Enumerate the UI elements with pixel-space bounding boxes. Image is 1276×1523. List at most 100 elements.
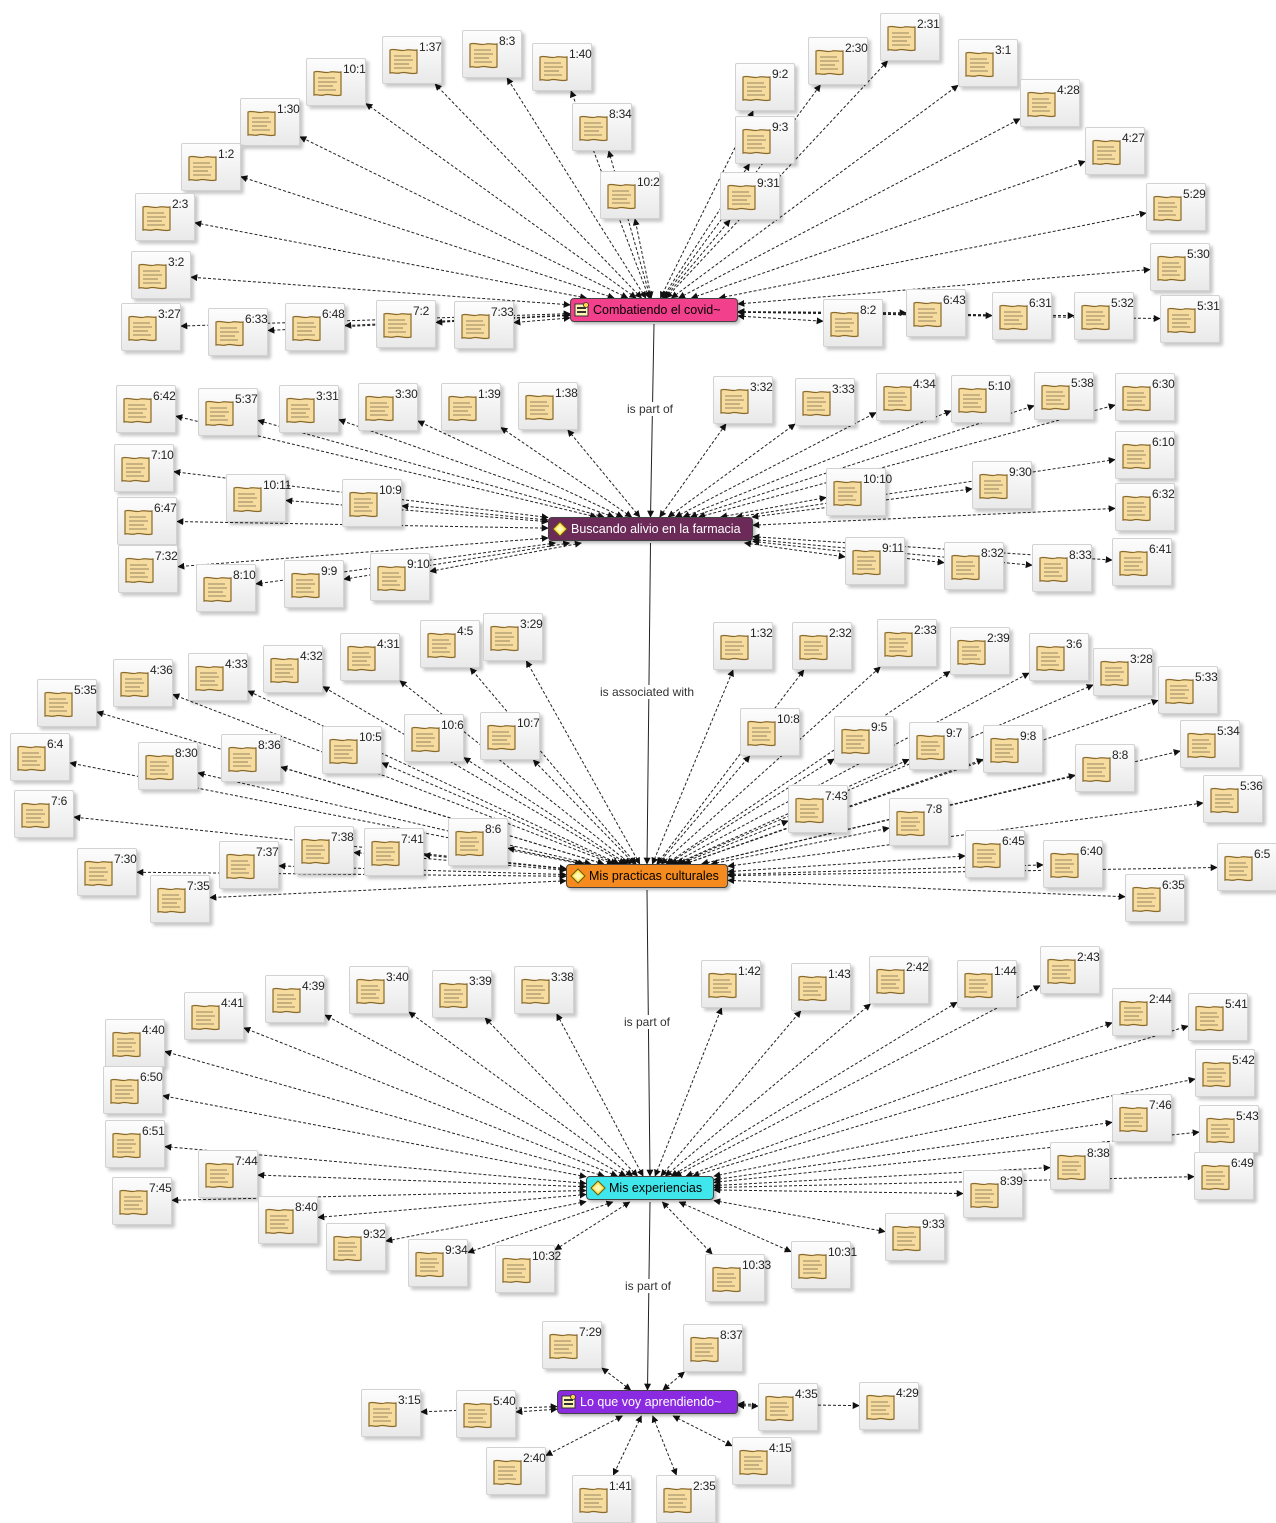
quotation-node[interactable]: 2:35 (656, 1475, 716, 1523)
quotation-node[interactable]: 3:38 (514, 966, 574, 1014)
quotation-node[interactable]: 3:29 (483, 613, 543, 661)
quotation-node[interactable]: 6:10 (1115, 431, 1175, 479)
quotation-node[interactable]: 3:28 (1093, 648, 1153, 696)
quotation-node[interactable]: 10:32 (495, 1245, 561, 1293)
quotation-node[interactable]: 2:42 (869, 956, 929, 1004)
quotation-node[interactable]: 8:8 (1075, 744, 1135, 792)
quotation-node[interactable]: 1:42 (701, 960, 761, 1008)
quotation-node[interactable]: 4:39 (265, 975, 325, 1023)
quotation-node[interactable]: 6:47 (117, 497, 177, 545)
quotation-node[interactable]: 10:31 (791, 1241, 857, 1289)
quotation-node[interactable]: 4:41 (184, 992, 244, 1040)
quotation-node[interactable]: 5:33 (1158, 666, 1218, 714)
code-node[interactable]: Combatiendo el covid~ (570, 298, 738, 322)
quotation-node[interactable]: 8:37 (683, 1324, 743, 1372)
quotation-node[interactable]: 6:5 (1217, 843, 1276, 891)
quotation-node[interactable]: 10:9 (342, 479, 402, 527)
quotation-node[interactable]: 7:29 (542, 1321, 602, 1369)
quotation-node[interactable]: 7:46 (1112, 1094, 1172, 1142)
quotation-node[interactable]: 6:33 (208, 308, 268, 356)
quotation-node[interactable]: 6:42 (116, 385, 176, 433)
quotation-node[interactable]: 5:40 (456, 1390, 516, 1438)
quotation-node[interactable]: 5:10 (951, 375, 1011, 423)
quotation-node[interactable]: 4:27 (1085, 127, 1145, 175)
quotation-node[interactable]: 6:48 (285, 303, 345, 351)
code-node[interactable]: Buscando alivio en la farmacia (548, 517, 753, 541)
quotation-node[interactable]: 3:40 (349, 966, 409, 1014)
code-node[interactable]: Mis experiencias (586, 1176, 714, 1200)
quotation-node[interactable]: 2:30 (808, 37, 868, 85)
quotation-node[interactable]: 3:15 (361, 1389, 421, 1437)
quotation-node[interactable]: 9:11 (845, 537, 905, 585)
quotation-node[interactable]: 6:43 (906, 289, 966, 337)
quotation-node[interactable]: 9:5 (834, 716, 894, 764)
quotation-node[interactable]: 6:45 (965, 830, 1025, 878)
quotation-node[interactable]: 2:32 (792, 622, 852, 670)
quotation-node[interactable]: 9:33 (885, 1213, 945, 1261)
quotation-node[interactable]: 4:29 (859, 1382, 919, 1430)
quotation-node[interactable]: 5:35 (37, 679, 97, 727)
quotation-node[interactable]: 8:2 (823, 299, 883, 347)
quotation-node[interactable]: 8:36 (221, 734, 281, 782)
quotation-node[interactable]: 5:37 (198, 388, 258, 436)
quotation-node[interactable]: 8:10 (196, 564, 256, 612)
quotation-node[interactable]: 7:43 (788, 785, 848, 833)
quotation-node[interactable]: 5:42 (1195, 1049, 1255, 1097)
quotation-node[interactable]: 10:11 (226, 474, 291, 522)
quotation-node[interactable]: 4:28 (1020, 79, 1080, 127)
quotation-node[interactable]: 1:38 (518, 382, 578, 430)
quotation-node[interactable]: 3:39 (432, 970, 492, 1018)
quotation-node[interactable]: 6:35 (1125, 874, 1185, 922)
quotation-node[interactable]: 4:35 (758, 1383, 818, 1431)
quotation-node[interactable]: 9:30 (972, 461, 1032, 509)
quotation-node[interactable]: 9:9 (284, 560, 344, 608)
quotation-node[interactable]: 1:41 (572, 1475, 632, 1523)
quotation-node[interactable]: 7:2 (376, 300, 436, 348)
quotation-node[interactable]: 10:1 (306, 58, 366, 106)
quotation-node[interactable]: 9:7 (909, 722, 969, 770)
quotation-node[interactable]: 4:34 (876, 373, 936, 421)
quotation-node[interactable]: 4:40 (105, 1019, 165, 1067)
quotation-node[interactable]: 7:37 (219, 841, 279, 889)
quotation-node[interactable]: 1:32 (713, 622, 773, 670)
quotation-node[interactable]: 5:36 (1203, 775, 1263, 823)
quotation-node[interactable]: 9:3 (735, 116, 795, 164)
quotation-node[interactable]: 4:15 (732, 1437, 792, 1485)
quotation-node[interactable]: 3:30 (358, 383, 418, 431)
quotation-node[interactable]: 7:35 (150, 875, 210, 923)
quotation-node[interactable]: 9:8 (983, 725, 1043, 773)
quotation-node[interactable]: 3:27 (121, 303, 181, 351)
quotation-node[interactable]: 2:31 (880, 13, 940, 61)
quotation-node[interactable]: 7:6 (14, 790, 74, 838)
quotation-node[interactable]: 7:33 (454, 301, 514, 349)
quotation-node[interactable]: 4:31 (340, 633, 400, 681)
quotation-node[interactable]: 6:41 (1112, 538, 1172, 586)
quotation-node[interactable]: 8:34 (572, 103, 632, 151)
quotation-node[interactable]: 8:39 (963, 1170, 1023, 1218)
quotation-node[interactable]: 1:39 (441, 383, 501, 431)
quotation-node[interactable]: 7:8 (889, 798, 949, 846)
quotation-node[interactable]: 1:30 (240, 98, 300, 146)
quotation-node[interactable]: 2:33 (877, 619, 937, 667)
quotation-node[interactable]: 5:34 (1180, 720, 1240, 768)
quotation-node[interactable]: 7:41 (364, 828, 424, 876)
quotation-node[interactable]: 7:45 (112, 1177, 172, 1225)
quotation-node[interactable]: 6:40 (1043, 840, 1103, 888)
quotation-node[interactable]: 9:31 (720, 172, 780, 220)
quotation-node[interactable]: 9:10 (370, 553, 430, 601)
quotation-node[interactable]: 1:40 (532, 43, 592, 91)
quotation-node[interactable]: 10:33 (705, 1254, 771, 1302)
quotation-node[interactable]: 7:32 (118, 545, 178, 593)
quotation-node[interactable]: 4:36 (113, 659, 173, 707)
quotation-node[interactable]: 5:38 (1034, 372, 1094, 420)
quotation-node[interactable]: 5:29 (1146, 183, 1206, 231)
quotation-node[interactable]: 5:43 (1199, 1105, 1259, 1153)
quotation-node[interactable]: 10:5 (322, 726, 382, 774)
quotation-node[interactable]: 3:1 (958, 39, 1018, 87)
quotation-node[interactable]: 4:5 (420, 620, 480, 668)
quotation-node[interactable]: 1:44 (957, 960, 1017, 1008)
quotation-node[interactable]: 3:32 (713, 376, 773, 424)
quotation-node[interactable]: 8:33 (1032, 544, 1092, 592)
quotation-node[interactable]: 7:30 (77, 848, 137, 896)
quotation-node[interactable]: 3:33 (795, 378, 855, 426)
